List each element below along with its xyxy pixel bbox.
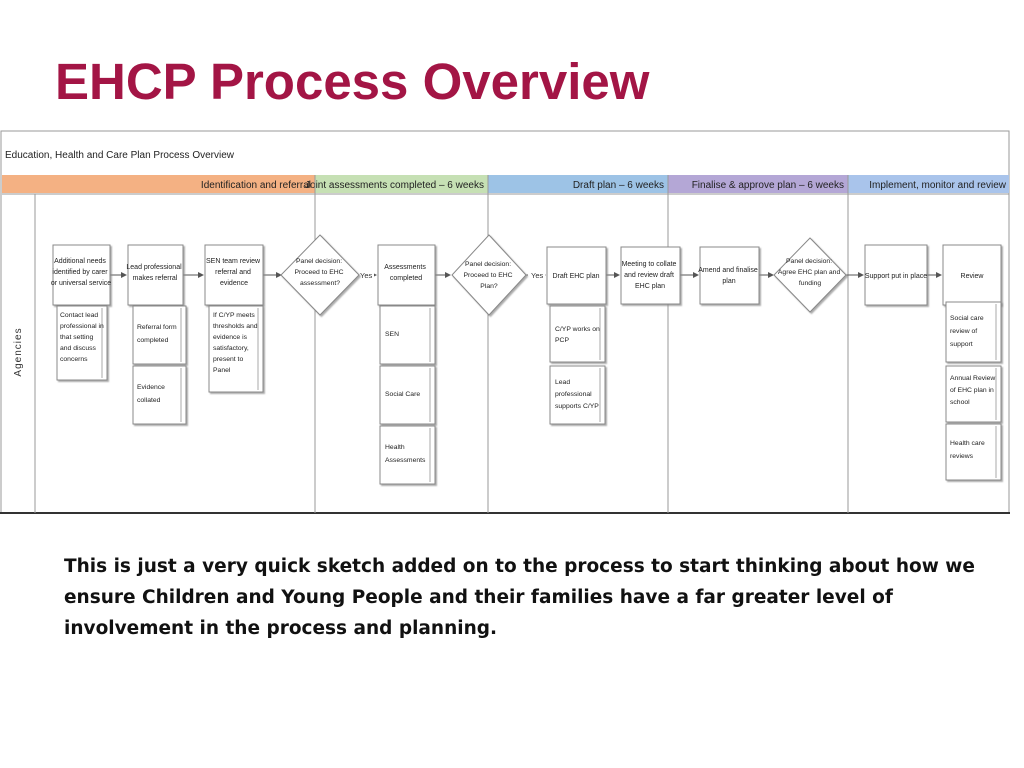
yes-label-bg-1 [357,269,374,280]
step-box-3 [204,244,264,306]
yes-label-bg-2 [528,269,545,280]
phase-label-5: Implement, monitor and review [869,180,1007,191]
decision-diamond-2 [451,234,527,316]
decision-3-text: Panel decision: Agree EHC plan and fundi… [778,258,842,287]
lane-label: Agencies [13,327,24,376]
sub-box-9-text: Lead professional supports C/YP [555,379,599,410]
yes-label-2: Yes [531,271,543,280]
phase-band-2 [315,175,488,193]
phase-label-1: Identification and referral [201,180,311,191]
phase-band-1 [2,175,315,193]
sub-box-3-text: Evidence collated [137,384,167,404]
step-2-text: Lead professional makes referral [126,264,183,282]
step-box-7 [699,246,760,305]
phase-label-4: Finalise & approve plan – 6 weeks [692,180,844,191]
yes-label-1: Yes [360,271,372,280]
sub-box-2-text: Referral form completed [137,324,179,344]
sub-box-12 [945,423,1002,481]
step-box-2 [127,244,184,306]
step-8-text: Support put in place [865,273,927,280]
decision-texts: Panel decision: Proceed to EHC assessmen… [294,258,842,290]
sub-box-7 [379,425,436,485]
sub-box-9 [549,365,606,425]
sub-box-texts: Contact lead professional in that settin… [60,312,997,464]
sub-box-6-text: Social Care [385,391,420,398]
decision-1-text: Panel decision: Proceed to EHC assessmen… [294,258,345,287]
sub-box-8-text: C/YP works on PCP [555,326,602,344]
sub-box-4-text: If C/YP meets thresholds and evidence is… [213,312,259,374]
step-5-text: Draft EHC plan [552,273,599,280]
sub-box-inner-rules [101,304,997,482]
sub-box-5-text: SEN [385,331,399,338]
sub-box-6 [379,365,436,425]
sub-box-10 [945,301,1002,363]
sub-box-12-text: Health care reviews [950,440,987,460]
sub-box-1-text: Contact lead professional in that settin… [60,312,106,363]
phase-band-5 [848,175,1009,193]
step-3-text: SEN team review referral and evidence [206,258,262,287]
step-box-8 [864,244,928,306]
step-boxes [52,244,1002,306]
decision-diamonds [280,234,847,316]
phase-label-2: Joint assessments completed – 6 weeks [305,180,484,191]
slide-title: EHCP Process Overview [55,53,650,110]
diagram-header: Education, Health and Care Plan Process … [5,150,235,161]
sub-box-1 [56,305,108,381]
step-4-text: Assessments completed [384,264,428,282]
decision-diamond-1 [280,234,360,316]
sub-box-8 [549,305,606,363]
step-7-text: Amend and finalise plan [698,267,760,285]
step-1-text: Additional needs identified by carer or … [51,258,111,287]
step-9-text: Review [961,273,985,280]
sub-box-5 [379,305,436,365]
sub-box-3 [132,365,187,425]
sub-box-4 [208,305,264,393]
decision-diamond-3 [773,237,847,313]
phase-band-4 [668,175,848,193]
step-box-6 [620,246,681,305]
step-box-5 [546,246,607,305]
sub-box-7-text: Health Assessments [385,444,426,464]
sub-box-11-text: Annual Review of EHC plan in school [950,375,997,406]
step-box-1 [52,244,111,306]
sub-box-2 [132,305,187,365]
slide-note: This is just a very quick sketch added o… [64,556,975,639]
step-6-text: Meeting to collate and review draft EHC … [622,261,679,290]
step-texts: Additional needs identified by carer or … [51,258,985,290]
sub-boxes [56,301,1002,485]
sub-box-10-text: Social care review of support [950,315,986,348]
process-flowchart: Education, Health and Care Plan Process … [0,130,1010,514]
phase-label-3: Draft plan – 6 weeks [573,180,664,191]
phase-bands: Identification and referral Joint assess… [2,175,1009,193]
sub-box-11 [945,365,1002,423]
step-box-4 [377,244,436,306]
phase-band-3 [488,175,668,193]
decision-2-text: Panel decision: Proceed to EHC Plan? [463,261,514,290]
